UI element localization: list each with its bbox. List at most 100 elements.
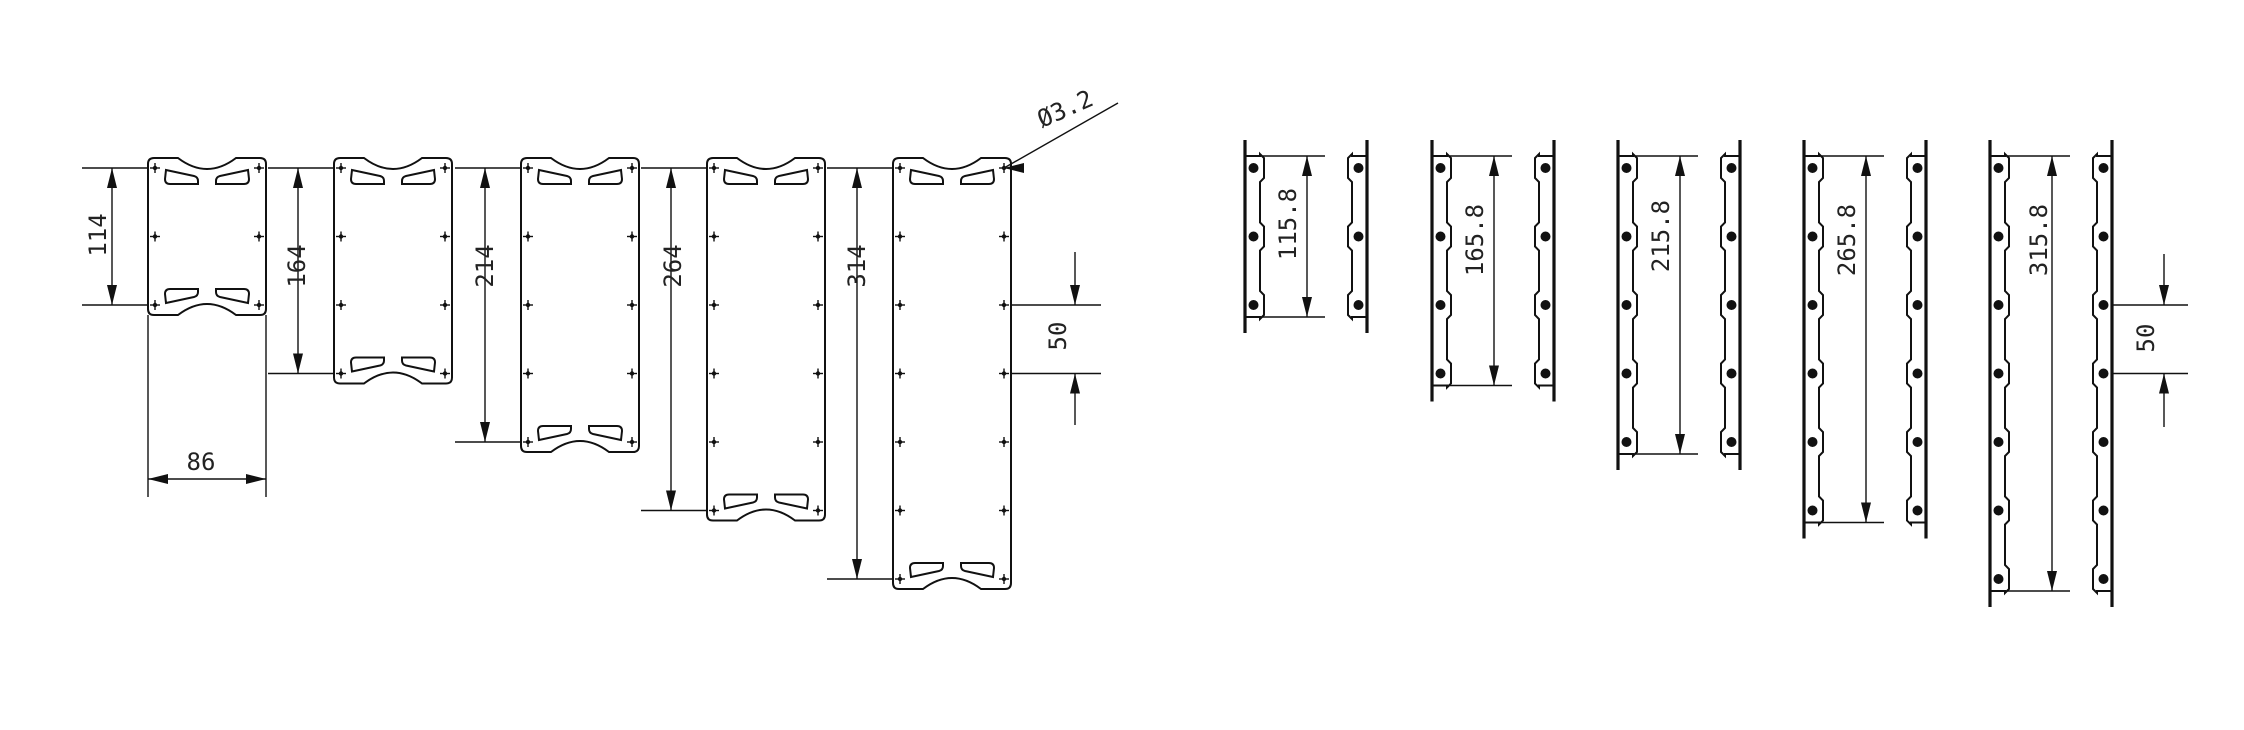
mounting-hole [709,437,719,447]
plate-314 [827,102,1119,590]
dimension-arrow [1070,373,1080,394]
rail-hole [1435,163,1446,173]
rail-profile [1432,151,1452,390]
mounting-hole [440,231,450,242]
mounting-hole [895,163,905,173]
plate-view-group: 114 164 214 264 314 86 Ø3.2 50 [82,84,1119,590]
plate-214 [455,157,640,453]
plate-height-dim-214: 214 [471,244,499,287]
mounting-hole [627,300,637,310]
mounting-hole [523,437,533,447]
dimension-arrow [293,353,303,374]
rail-hole [1435,300,1446,310]
rail-profile [1720,151,1740,459]
plate-164 [268,157,453,385]
dimension-arrow [2159,285,2169,305]
rail-hole [1353,163,1364,173]
rail-hole [1993,231,2004,242]
rail-hole [1248,300,1259,310]
rail-hole [1621,231,1632,242]
dimension-arrow [107,168,117,188]
rail-pair-115-8 [1243,140,1369,333]
mounting-hole [627,163,637,173]
rail-pair-315-8 [1988,140,2188,607]
mounting-hole [627,368,637,379]
plate-slot [588,168,624,185]
rail-hole [1435,231,1446,242]
dimension-arrow [148,474,168,484]
rail-profile [1534,151,1554,390]
mounting-hole [999,368,1009,379]
plate-pitch-dim: 50 [1044,322,1072,351]
plate-slot [349,356,385,373]
rail-profile [1804,151,1824,527]
dimension-arrow [2047,571,2057,591]
rail-hole [1912,368,1923,379]
plate-outline [333,157,453,385]
mounting-hole [895,505,905,516]
rail-hole [2098,368,2109,379]
plate-slot [349,168,385,185]
rail-hole [1912,437,1923,447]
rail-hole [1807,231,1818,242]
dimension-arrow [293,168,303,188]
rail-hole [1726,231,1737,242]
rail-hole [1540,163,1551,173]
plate-slot [215,288,251,305]
rail-hole [1912,505,1923,516]
rail-profile [2092,151,2112,596]
plate-height-dim-264: 264 [659,244,687,287]
plate-slot [163,168,199,185]
mounting-hole [150,231,160,242]
rail-height-dim-315-8: 315.8 [2025,204,2053,276]
rail-height-dim-115-8: 115.8 [1274,188,1302,260]
mounting-hole [999,300,1009,310]
rail-height-dim-215-8: 215.8 [1647,200,1675,272]
rail-hole [1621,368,1632,379]
plate-height-dim-314: 314 [843,244,871,287]
rail-hole [1621,437,1632,447]
plate-slot [536,168,572,185]
rail-pair-215-8 [1616,140,1742,470]
plate-slot [401,356,437,373]
mounting-hole [895,368,905,379]
mounting-hole [999,505,1009,516]
rail-hole [1993,437,2004,447]
mounting-hole [813,300,823,310]
plate-slot [908,168,944,185]
plate-slot [722,168,758,185]
mounting-hole [336,163,346,173]
rail-hole [1912,163,1923,173]
dimension-arrow [246,474,266,484]
dimension-arrow [852,168,862,188]
rail-hole [1726,300,1737,310]
rail-hole [1726,437,1737,447]
plate-height-dim-114: 114 [84,213,112,256]
rail-hole [2098,163,2109,173]
rail-hole [1993,163,2004,173]
mounting-hole [709,231,719,242]
plate-slot [536,425,572,442]
plate-264 [641,157,826,522]
rail-hole [1248,163,1259,173]
rail-profile [1990,151,2010,596]
rail-hole [1912,231,1923,242]
plate-slot [401,168,437,185]
rail-view-group: 115.8 165.8 215.8 265.8 315.8 50 [1243,140,2188,607]
dimension-arrow [480,168,490,188]
plate-slot [960,562,996,579]
rail-hole [1912,300,1923,310]
plate-outline [892,157,1012,590]
mounting-hole [813,368,823,379]
mounting-hole [523,300,533,310]
plate-slot [908,562,944,579]
plate-slot [588,425,624,442]
mounting-hole [523,368,533,379]
mounting-hole [999,231,1009,242]
dimension-arrow [1675,434,1685,454]
mounting-hole [150,300,160,310]
plate-slot [774,493,810,510]
mounting-hole [813,437,823,447]
dimension-arrow [666,168,676,188]
